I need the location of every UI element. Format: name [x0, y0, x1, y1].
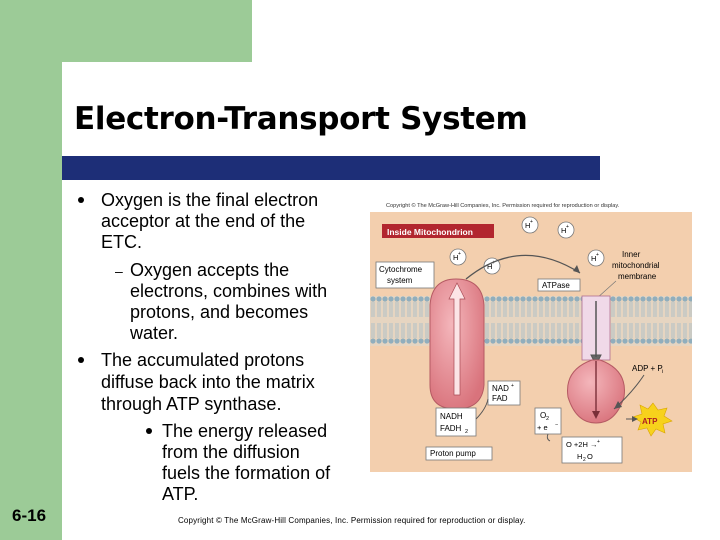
- svg-text:2: 2: [465, 429, 468, 435]
- svg-text:+: +: [596, 252, 599, 258]
- proton-icon: H+: [587, 249, 605, 267]
- proton-flow-arrow: [465, 254, 581, 280]
- slide-number: 6-16: [12, 506, 47, 525]
- sub-bullet-1-line-2: electrons, combines with: [130, 281, 328, 301]
- proton-icon: H+: [521, 216, 539, 234]
- svg-text:O: O: [587, 452, 593, 461]
- svg-text:H: H: [561, 226, 566, 235]
- sub-bullet-dot: [146, 428, 152, 434]
- sub-bullet-1-line-1: Oxygen accepts the: [130, 260, 290, 280]
- svg-text:NADH: NADH: [440, 412, 463, 421]
- svg-text:FAD: FAD: [492, 394, 508, 403]
- svg-text:+: +: [492, 260, 495, 266]
- svg-text:O +2H →: O +2H →: [566, 440, 597, 449]
- sub-bullet-dash: –: [115, 263, 123, 279]
- sub-bullet-2-line-3: fuels the formation of: [162, 463, 331, 483]
- membrane-lipid-bilayer: [370, 296, 692, 346]
- svg-text:H: H: [591, 254, 596, 263]
- svg-text:Cytochrome: Cytochrome: [379, 265, 423, 274]
- sub-bullet-2-line-4: ATP.: [162, 484, 199, 504]
- proton-pump-label: [425, 446, 493, 461]
- svg-text:Proton pump: Proton pump: [430, 449, 476, 458]
- svg-text:−: −: [555, 422, 558, 428]
- svg-text:+ e: + e: [537, 423, 548, 432]
- atp-label: ATP: [642, 417, 658, 426]
- proton-icon: H+: [557, 221, 575, 239]
- oxygen-electron-box: [534, 407, 562, 435]
- svg-text:FADH: FADH: [440, 424, 462, 433]
- inside-mitochondrion-label: [382, 224, 494, 238]
- svg-text:+: +: [530, 219, 533, 225]
- svg-text:H: H: [577, 452, 582, 461]
- membrane-label: Inner: [622, 250, 641, 259]
- figure-copyright-strip: [370, 195, 692, 212]
- svg-text:+: +: [458, 251, 461, 257]
- svg-text:2: 2: [583, 457, 586, 463]
- svg-text:H: H: [487, 262, 492, 271]
- footer-copyright: Copyright © The McGraw-Hill Companies, I…: [178, 516, 526, 525]
- svg-text:+: +: [566, 224, 569, 230]
- bullet-1-line-1: Oxygen is the final electron: [101, 190, 319, 210]
- slide-title: Electron-Transport System: [74, 101, 528, 137]
- bullet-dot: [78, 197, 84, 203]
- nadh-fadh2-box: [435, 407, 477, 437]
- svg-text:H: H: [525, 221, 530, 230]
- bullet-1-line-2: acceptor at the end of the: [101, 211, 306, 231]
- svg-text:Inside Mitochondrion: Inside Mitochondrion: [387, 227, 473, 237]
- cytochrome-system-label: [375, 261, 435, 289]
- decorative-green-sidebar: [0, 0, 62, 540]
- svg-text:membrane: membrane: [618, 272, 657, 281]
- bullet-2-line-2: diffuse back into the matrix: [101, 372, 315, 392]
- water-equation-box: [561, 436, 623, 464]
- svg-text:+: +: [597, 439, 600, 445]
- svg-text:i: i: [662, 369, 663, 375]
- svg-text:2: 2: [546, 416, 549, 422]
- atp-starburst-icon: [632, 402, 673, 437]
- svg-text:H: H: [453, 253, 458, 262]
- svg-text:O: O: [540, 411, 546, 420]
- svg-text:+: +: [511, 383, 514, 389]
- sub-bullet-2-line-1: The energy released: [162, 421, 328, 441]
- sub-bullet-1-line-3: protons, and becomes: [130, 302, 309, 322]
- bullet-1-line-3: ETC.: [101, 232, 143, 252]
- etc-figure: Copyright © The McGraw-Hill Companies, I…: [370, 195, 692, 472]
- sub-bullet-2-line-2: from the diffusion: [162, 442, 300, 462]
- sub-bullet-1-line-4: water.: [130, 323, 179, 343]
- figure-copyright: Copyright © The McGraw-Hill Companies, I…: [386, 202, 620, 209]
- bullet-dot: [78, 357, 84, 363]
- proton-icon: H+: [449, 248, 467, 266]
- nad-fad-box: [487, 380, 521, 406]
- svg-text:system: system: [387, 276, 413, 285]
- bullet-2-line-1: The accumulated protons: [101, 350, 305, 370]
- svg-text:ATPase: ATPase: [542, 281, 570, 290]
- decorative-green-topbar: [0, 0, 252, 62]
- pump-arrow-up: [448, 282, 466, 396]
- adp-label: ADP + P: [632, 364, 663, 373]
- bullet-2-line-3: through ATP synthase.: [101, 394, 282, 414]
- atpase-label: [537, 278, 581, 292]
- svg-text:mitochondrial: mitochondrial: [612, 261, 660, 270]
- svg-text:NAD: NAD: [492, 384, 509, 393]
- etc-diagram: Copyright © The McGraw-Hill Companies, I…: [370, 195, 692, 472]
- title-underline-bar: [62, 156, 600, 180]
